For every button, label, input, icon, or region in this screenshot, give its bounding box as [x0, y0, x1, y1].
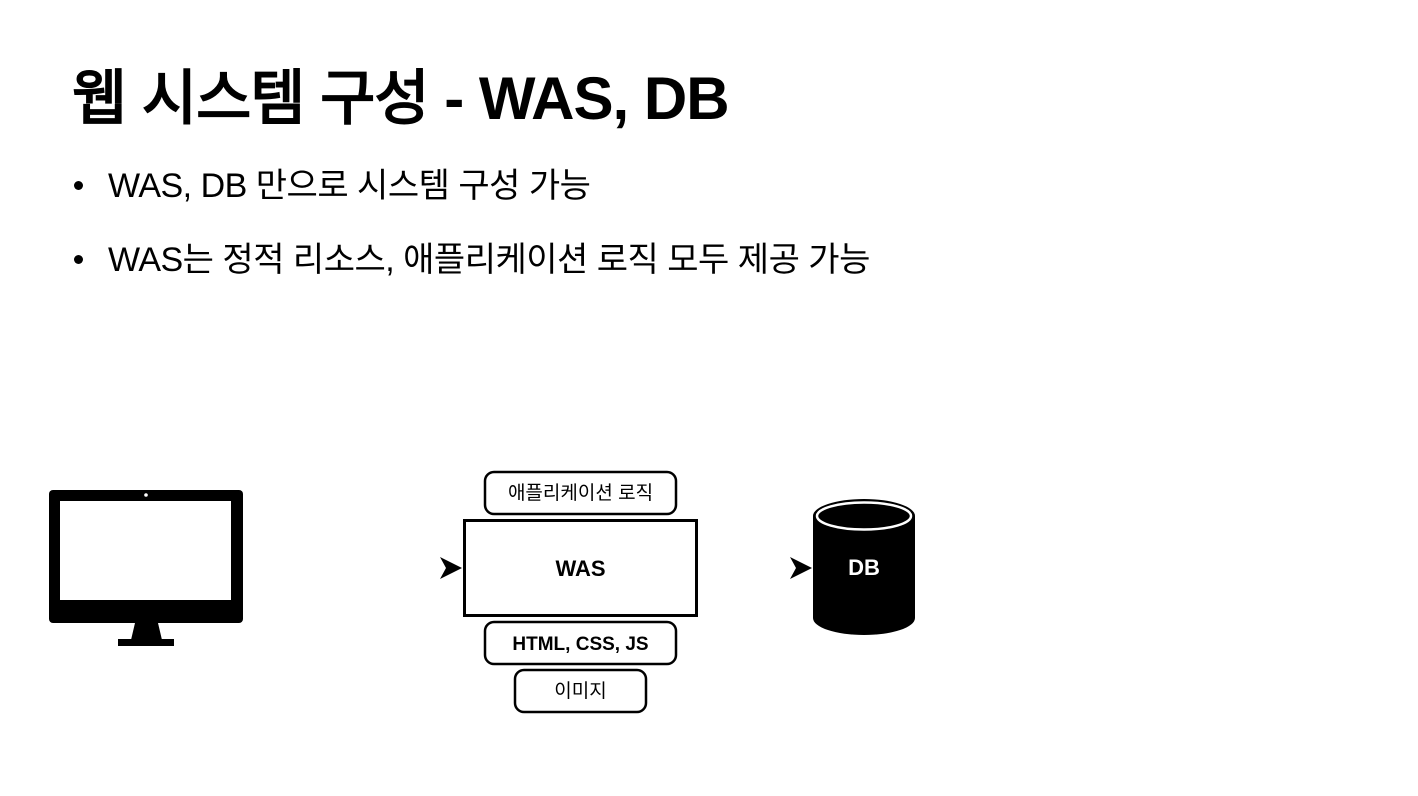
was-top-tag-label: 애플리케이션 로직: [508, 482, 653, 504]
was-top-tag: 애플리케이션 로직: [483, 470, 678, 516]
was-bottom-tag: 이미지: [513, 668, 648, 714]
bullet-dot-icon: [74, 181, 83, 190]
was-bottom-tag-label: 이미지: [554, 680, 606, 702]
computer-monitor-icon: [49, 490, 243, 646]
bullet-text: WAS는 정적 리소스, 애플리케이션 로직 모두 제공 가능: [108, 241, 870, 279]
db-label: DB: [848, 555, 880, 580]
bullet-item: WAS, DB 만으로 시스템 구성 가능: [72, 164, 870, 208]
bullet-item: WAS는 정적 리소스, 애플리케이션 로직 모두 제공 가능: [72, 238, 870, 282]
bullet-text: WAS, DB 만으로 시스템 구성 가능: [108, 167, 591, 205]
slide-title: 웹 시스템 구성 - WAS, DB: [72, 65, 730, 132]
arrow-client-to-was: [243, 557, 462, 579]
arrow-was-to-db: [698, 557, 812, 579]
was-box: WAS: [463, 519, 698, 617]
was-label: WAS: [555, 556, 605, 581]
was-bottom-tag-label: HTML, CSS, JS: [512, 634, 648, 655]
bullet-list: WAS, DB 만으로 시스템 구성 가능 WAS는 정적 리소스, 애플리케이…: [72, 164, 870, 312]
bullet-dot-icon: [74, 255, 83, 264]
was-bottom-tag: HTML, CSS, JS: [483, 620, 678, 666]
database-cylinder-icon: DB: [813, 499, 915, 635]
